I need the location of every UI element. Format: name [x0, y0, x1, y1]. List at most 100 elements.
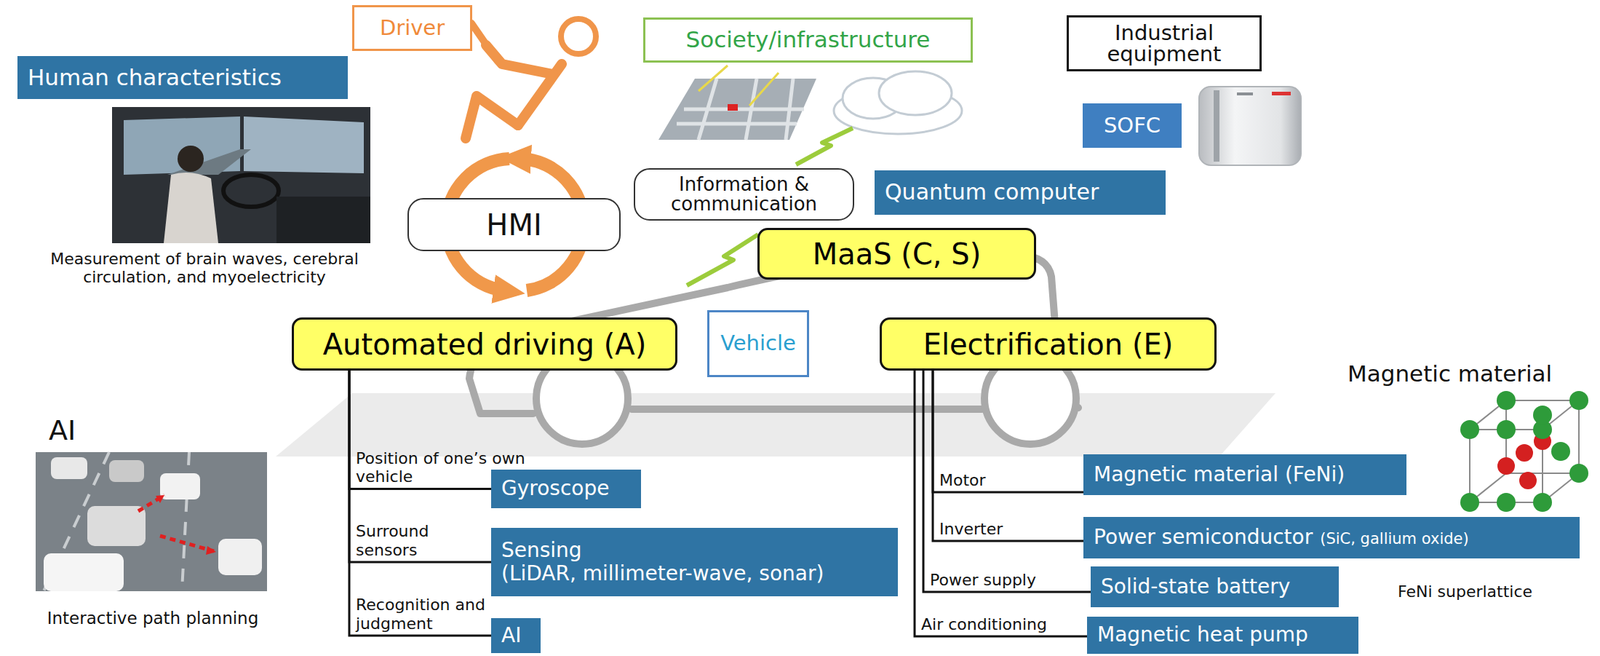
car [160, 472, 201, 500]
topic-box: Human characteristics [17, 56, 348, 99]
photo-frame [112, 106, 371, 244]
photo-frame [35, 451, 268, 591]
edge-label: Surround sensors [355, 521, 465, 559]
pillar-box: MaaS (C, S) [757, 227, 1037, 280]
lattice-edges [1469, 400, 1579, 503]
path-arrow [138, 494, 165, 511]
tree-connector [932, 370, 1084, 492]
topic-box: Gyroscope [491, 469, 642, 508]
atom-ni [1533, 405, 1552, 425]
screen [243, 116, 364, 174]
cloud-part [878, 71, 952, 115]
car [87, 505, 146, 546]
atom-ni [1460, 419, 1480, 439]
sofc-device [1199, 86, 1301, 166]
node-text: AI [501, 623, 521, 647]
pillar-box: Automated driving (A) [291, 317, 678, 371]
node-text: (LiDAR, millimeter-wave, sonar) [501, 561, 824, 585]
cloud [833, 71, 962, 134]
topic-box: Magnetic heat pump [1087, 616, 1359, 654]
map-signal [698, 65, 779, 106]
atom-fe [1519, 471, 1537, 489]
signal-bolt [795, 128, 853, 165]
car [50, 456, 88, 479]
node-text: Driver [379, 16, 445, 41]
edge-label: Recognition and judgment [355, 595, 491, 633]
caption-text: Measurement of brain waves, cerebral cir… [8, 249, 401, 287]
domain-box: Society/infrastructure [643, 17, 973, 63]
topic-box: Sensing(LiDAR, millimeter-wave, sonar) [491, 527, 898, 596]
tree-connector [932, 370, 1084, 541]
atom-ni [1496, 419, 1516, 439]
topic-box: Magnetic material (FeNi) [1083, 454, 1407, 495]
node-text: Human characteristics [27, 64, 282, 91]
tree-connector [349, 370, 492, 636]
car [109, 459, 145, 482]
atom-ni [1533, 492, 1552, 512]
path-arrow-head [155, 494, 165, 503]
device-body [1199, 86, 1301, 166]
topic-box: SOFC [1082, 103, 1182, 148]
node-text: Gyroscope [501, 476, 610, 500]
node-text: Sensing [501, 538, 583, 562]
atom-ni [1569, 390, 1589, 410]
atoms-ni [1460, 390, 1589, 512]
atom-fe [1497, 456, 1515, 475]
map-car [727, 104, 738, 111]
car [43, 552, 124, 591]
edge-label: Air conditioning [921, 614, 1048, 634]
atom-ni [1496, 390, 1516, 410]
map-road [676, 78, 805, 140]
device-logo [1271, 91, 1291, 96]
ground-band [275, 392, 1276, 457]
section-label: AI [48, 414, 76, 447]
driver-figure [465, 18, 596, 139]
path-arrow-head [205, 545, 217, 555]
car-sill [631, 405, 983, 413]
atom-ni [1569, 463, 1589, 483]
node-text: Electrification (E) [923, 327, 1174, 361]
topic-box: AI [491, 617, 541, 653]
caption-text: FeNi superlattice [1397, 582, 1533, 601]
driver-leg [465, 96, 519, 139]
domain-box: Industrial equipment [1066, 15, 1262, 72]
atom-ni [1460, 492, 1480, 512]
wheel [223, 174, 279, 207]
caption-text: Interactive path planning [14, 608, 292, 628]
tree-connector [923, 370, 1091, 592]
node-text: Magnetic material (FeNi) [1093, 462, 1345, 487]
node-text: SOFC [1103, 113, 1161, 138]
crystal-lattice [1460, 390, 1589, 512]
node-text: HMI [486, 208, 542, 242]
edge-label: Inverter [939, 519, 1003, 538]
node-text: (SiC, gallium oxide) [1319, 529, 1469, 548]
lane-line [43, 451, 190, 591]
car [218, 538, 262, 575]
edge-label: Motor [939, 470, 986, 489]
node-text: Automated driving (A) [323, 327, 647, 361]
driver-head [560, 18, 596, 54]
atom-fe [1515, 443, 1534, 462]
node-text: Industrial equipment [1074, 22, 1254, 65]
topic-box: Quantum computer [874, 170, 1166, 215]
path-arrow [160, 535, 214, 551]
signal-bolt [686, 234, 759, 286]
atom-ni [1551, 441, 1571, 461]
node-text: MaaS (C, S) [812, 237, 982, 271]
pillar-box: Electrification (E) [879, 317, 1217, 371]
section-label: Magnetic material [1347, 360, 1552, 388]
city-map [658, 65, 817, 140]
device-slit [1213, 90, 1220, 162]
node-text: Vehicle [720, 331, 796, 356]
node-text: Information & communication [641, 174, 847, 215]
traffic-photo [35, 451, 268, 591]
interface-box: HMI [407, 197, 621, 252]
simulator-photo [112, 106, 371, 244]
domain-box: Vehicle [707, 309, 810, 377]
map-plane [658, 78, 817, 140]
console [276, 196, 371, 244]
device-logo [1236, 92, 1253, 96]
edge-label: Position of one’s own vehicle [355, 448, 538, 487]
node-text: Magnetic heat pump [1097, 622, 1309, 647]
